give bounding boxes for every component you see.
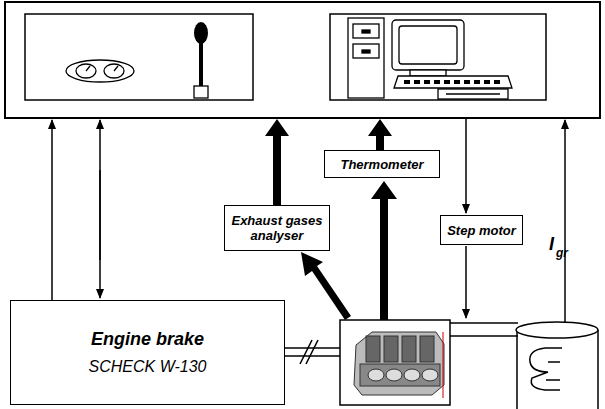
throttle-arrow <box>465 246 467 318</box>
intake-flowmeter <box>450 322 598 409</box>
key <box>454 80 460 84</box>
key <box>464 80 470 84</box>
box-title: Exhaust gases analyser <box>231 213 323 243</box>
key <box>484 80 490 84</box>
key <box>434 80 440 84</box>
engine-picture <box>354 332 444 398</box>
box-title: Thermometer <box>340 157 423 172</box>
current-symbol: I <box>549 234 554 255</box>
key <box>424 80 430 84</box>
control-frame <box>5 2 600 118</box>
box-subtitle: SCHECK W-130 <box>89 358 207 376</box>
drive-shaft <box>285 340 340 364</box>
keyboard-keys <box>404 80 500 84</box>
motor-control-arrow <box>465 118 467 213</box>
airflow-signal-arrow <box>564 120 566 322</box>
key <box>494 80 500 84</box>
engine-frame <box>340 320 450 405</box>
key <box>444 80 450 84</box>
gauges-icon <box>66 60 134 82</box>
computer-icon <box>348 18 512 99</box>
box-title: Step motor <box>447 223 516 238</box>
key <box>414 80 420 84</box>
computer-panel <box>330 14 546 100</box>
step-motor-box: Step motor <box>440 215 523 245</box>
analyser-box: Exhaust gases analyser <box>224 205 330 251</box>
thermometer-box: Thermometer <box>324 150 440 178</box>
lever-icon <box>194 22 208 98</box>
brake-signal-arrow <box>51 120 53 300</box>
key <box>404 80 410 84</box>
signal-arrows <box>52 118 565 322</box>
brake-control-arrow <box>99 170 101 298</box>
current-subscript: gr <box>556 246 568 260</box>
box-title: Engine brake <box>91 329 204 350</box>
control-panel <box>25 14 253 100</box>
key <box>474 80 480 84</box>
brake-box: Engine brakeSCHECK W-130 <box>10 300 285 405</box>
